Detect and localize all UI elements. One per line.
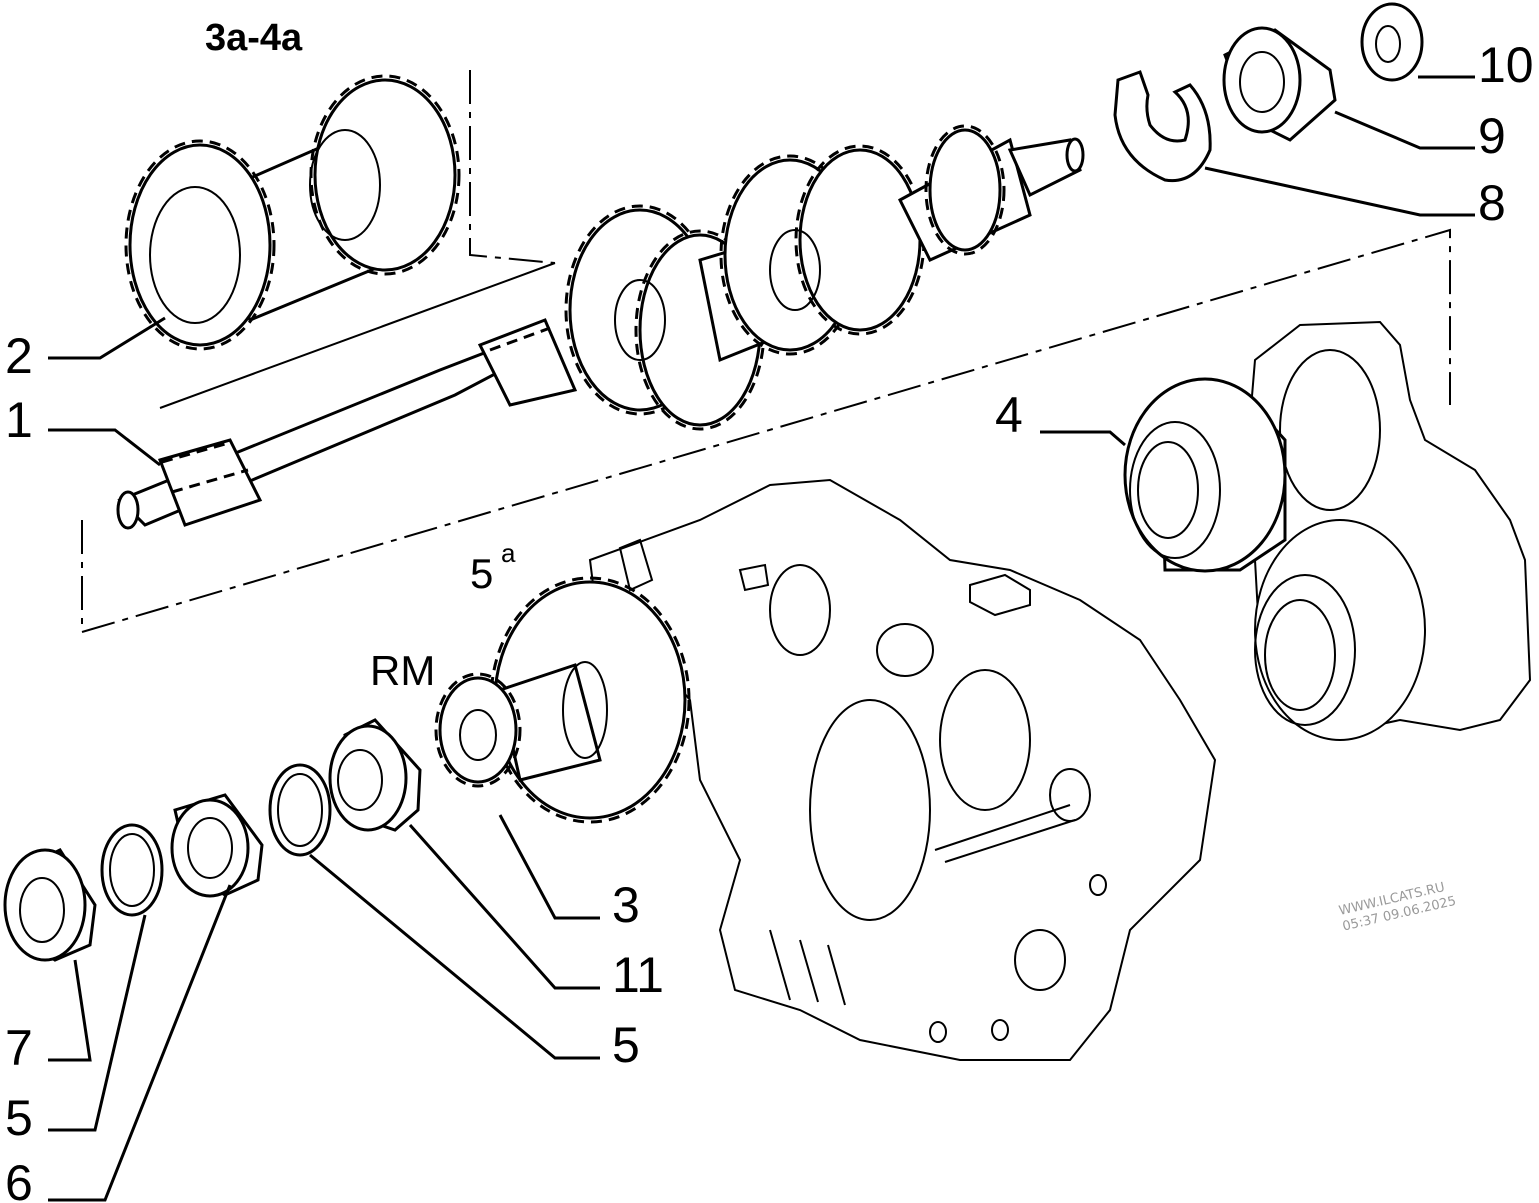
gear-5th-reverse — [434, 576, 691, 824]
label-part-1: 1 — [5, 392, 33, 448]
main-shaft — [116, 318, 578, 530]
sleeve-6 — [170, 793, 264, 898]
leader-lines — [48, 75, 1475, 1202]
label-3a-4a: 3a-4a — [205, 17, 303, 59]
label-part-8: 8 — [1478, 175, 1506, 231]
watermark: WWW.ILCATS.RU 05:37 09.06.2025 — [1338, 880, 1458, 935]
label-part-9: 9 — [1478, 108, 1506, 164]
label-part-11: 11 — [612, 947, 664, 1003]
assembly-axis-lines — [81, 70, 1451, 634]
label-part-5-lower-a: 5 — [612, 1017, 640, 1073]
bearing-7 — [3, 848, 97, 962]
label-part-rm: RM — [370, 647, 435, 694]
bearing-9 — [1222, 26, 1337, 142]
label-part-5-lower-b: 5 — [5, 1090, 33, 1146]
gear-3rd-4th — [124, 74, 461, 351]
bearing-4 — [1123, 377, 1287, 573]
label-part-10: 10 — [1478, 37, 1534, 93]
label-part-4: 4 — [995, 387, 1023, 443]
snap-ring-5-lower-b — [100, 823, 164, 917]
label-part-7: 7 — [5, 1020, 33, 1076]
label-part-2: 2 — [5, 328, 33, 384]
label-part-5th: 5 — [470, 550, 493, 597]
gearbox-housing — [588, 478, 1217, 1061]
snap-ring-8 — [1113, 70, 1212, 183]
label-part-5th-sup: a — [501, 538, 516, 568]
bearing-11 — [328, 718, 422, 832]
label-part-3: 3 — [612, 877, 640, 933]
label-part-6: 6 — [5, 1155, 33, 1203]
washer-10 — [1360, 2, 1424, 82]
housing-cover-plate — [1248, 320, 1532, 741]
shaft-gear-cluster — [564, 124, 1085, 431]
callout-labels: 3a-4a 2 1 4 10 9 8 5 a RM 3 11 5 7 5 6 — [5, 17, 1534, 1203]
snap-ring-5-lower-a — [268, 763, 332, 857]
